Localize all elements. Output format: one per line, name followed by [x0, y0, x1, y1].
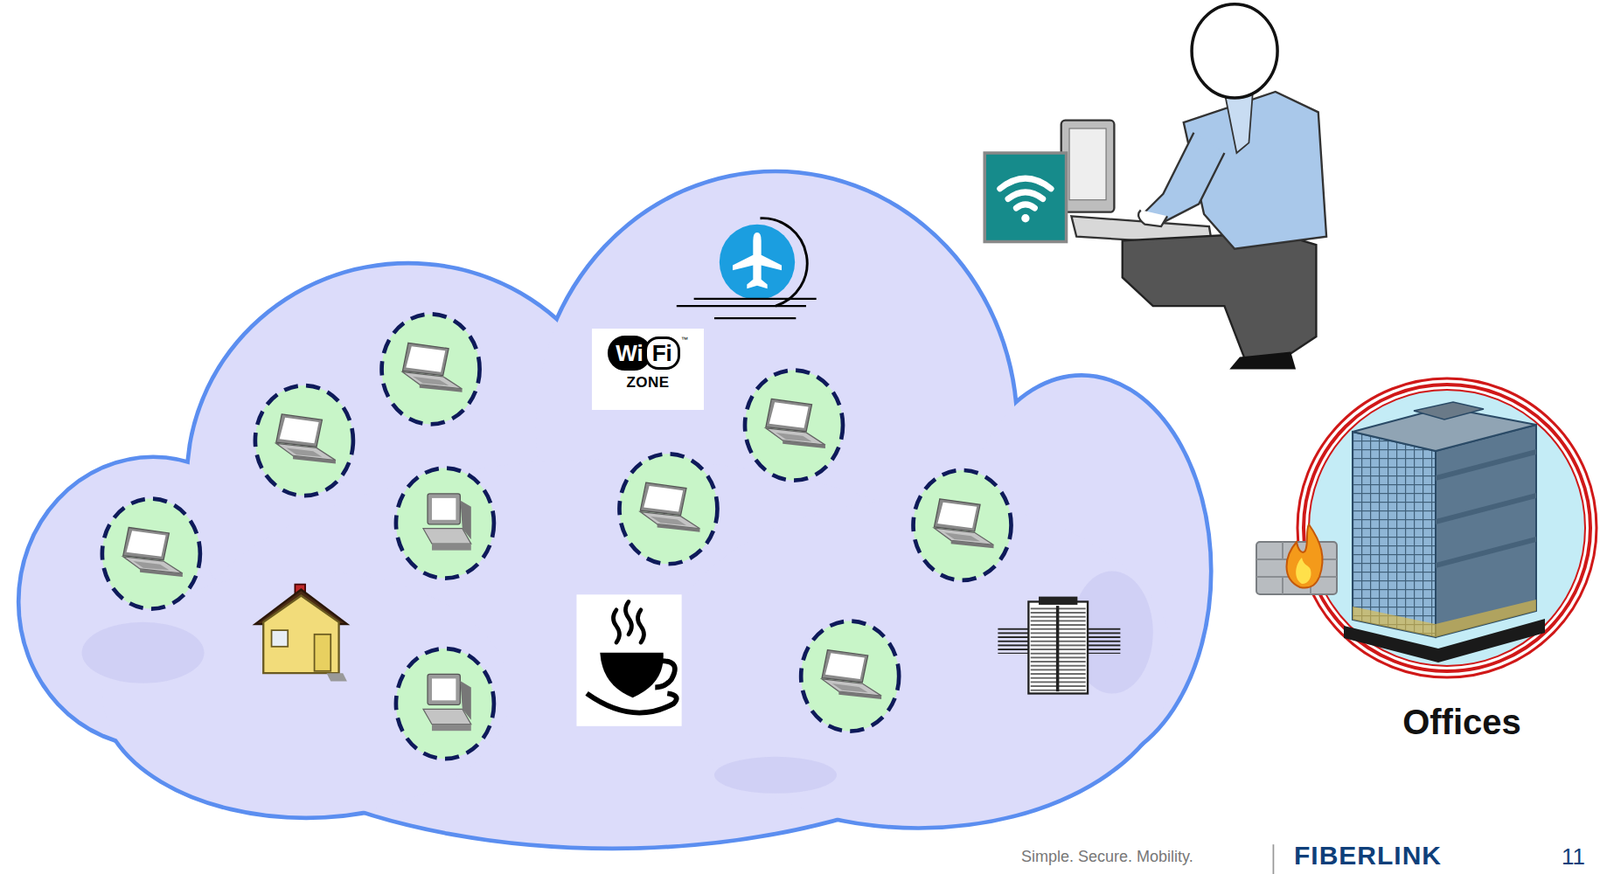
airport-icon-part-part — [694, 298, 817, 300]
airport-icon-part — [719, 224, 795, 300]
laptop-icons-part — [933, 499, 994, 549]
coffee-icon-part-part — [637, 610, 644, 643]
firewall-icon — [1256, 524, 1337, 595]
wifi-zone-text: ZONE — [597, 374, 699, 392]
office-circle — [1291, 370, 1598, 686]
office-circle-part — [1413, 402, 1484, 420]
airport-icon-part-part — [714, 317, 796, 320]
network-cloud — [20, 173, 1210, 847]
tagline: Simple. Secure. Mobility. — [1021, 848, 1194, 867]
office-circle-part — [1435, 493, 1537, 525]
airport-icon-part — [732, 232, 782, 289]
mobile-worker-figure-part-part — [1000, 178, 1051, 189]
endpoint-laptops-part — [396, 468, 494, 579]
laptop-icons-part — [276, 414, 336, 464]
home-icon-part — [314, 634, 332, 672]
office-label: Offices — [1326, 702, 1598, 743]
brand-name: FIBERLINK — [1293, 841, 1442, 871]
coffee-icon-part-part — [625, 601, 632, 634]
office-circle-part — [1303, 384, 1591, 672]
mobile-worker-figure-part — [1061, 120, 1115, 213]
city-building-icon-part — [1056, 605, 1060, 692]
airport-icon-part — [676, 299, 817, 319]
endpoint-laptops-part — [800, 621, 899, 732]
mobile-worker-figure-part — [1142, 132, 1225, 223]
network-cloud-part-part — [82, 622, 205, 684]
network-cloud-part — [20, 173, 1210, 847]
office-circle-part — [1352, 431, 1436, 638]
wifi-logo-fi: Fi — [644, 336, 681, 370]
endpoint-laptops — [102, 313, 1012, 759]
mobile-worker-figure-part-part — [1015, 204, 1035, 209]
home-icon-part — [326, 673, 348, 682]
endpoint-laptops-part — [619, 453, 717, 564]
office-node: Offices — [1291, 370, 1598, 765]
laptop-icons-part — [423, 674, 472, 731]
city-building-icon-part — [1030, 605, 1086, 692]
footer-divider — [1273, 844, 1275, 874]
network-cloud-part — [82, 570, 1154, 794]
firewall-icon-part-part — [1281, 577, 1284, 595]
home-icon — [255, 584, 348, 682]
mobile-worker-figure-part — [1069, 128, 1107, 201]
office-circle-part — [1352, 599, 1537, 638]
airport-icon — [676, 218, 817, 319]
endpoint-laptops-part — [382, 313, 480, 425]
office-circle-part — [1435, 449, 1537, 481]
page-number: 11 — [1561, 843, 1586, 871]
office-circle-part — [1308, 389, 1586, 667]
endpoint-laptops-part — [913, 470, 1012, 581]
laptop-icons-part — [123, 528, 183, 578]
firewall-icon-part — [1295, 557, 1311, 585]
laptop-icons-part — [765, 398, 826, 448]
office-circle-part — [1297, 378, 1597, 678]
laptop-icons — [123, 342, 995, 731]
laptop-icons-part — [423, 493, 472, 551]
mobile-worker-figure-part — [1000, 178, 1051, 209]
coffee-icon-part — [599, 653, 663, 698]
coffee-icon — [576, 594, 682, 727]
wifi-zone-logo: WiFi™ ZONE — [591, 328, 704, 411]
trademark-sign: ™ — [681, 335, 689, 344]
mobile-worker-figure-part-part — [1008, 192, 1044, 200]
laptop-icons-part — [640, 482, 700, 532]
coffee-icon-part — [654, 660, 675, 688]
coffee-icon-part — [576, 594, 682, 727]
laptop-icons-part — [403, 342, 463, 392]
city-building-icon-part — [1038, 597, 1078, 606]
firewall-icon-part — [1286, 524, 1323, 589]
mobile-worker-figure-part — [1138, 209, 1168, 227]
firewall-icon-part-part — [1281, 542, 1284, 560]
coffee-icon-part — [612, 601, 644, 643]
mobile-worker-figure-part — [1229, 352, 1296, 370]
endpoint-laptops-part — [255, 385, 354, 496]
city-building-icon-part — [1028, 601, 1088, 694]
wifi-logo-row: WiFi™ — [597, 335, 699, 371]
home-icon-part — [263, 595, 339, 674]
airport-icon-part-part — [676, 305, 807, 307]
city-building-icon — [997, 597, 1120, 695]
mobile-worker-figure-part — [984, 153, 1066, 243]
coffee-icon-part — [586, 693, 677, 713]
laptop-icons-part — [821, 650, 882, 700]
home-icon-part — [271, 630, 289, 647]
coffee-icon-part-part — [612, 610, 620, 643]
network-cloud-part-part — [714, 757, 837, 794]
endpoint-laptops-part — [396, 648, 494, 759]
office-circle-part — [1435, 536, 1537, 569]
mobile-worker-figure-part — [1021, 214, 1030, 223]
mobile-worker-figure-part — [1122, 232, 1317, 360]
endpoint-laptops-part — [102, 499, 201, 610]
endpoint-laptops-part — [744, 370, 843, 481]
mobile-worker-figure-part — [1191, 4, 1278, 98]
mobile-worker-figure — [984, 4, 1327, 370]
network-cloud-part — [20, 173, 1210, 847]
